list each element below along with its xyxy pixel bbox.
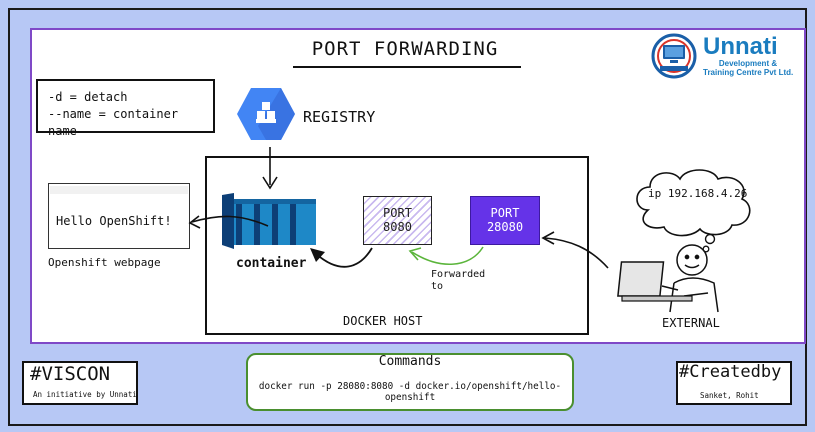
webpage-caption: Openshift webpage [48,256,161,269]
port-28080-box: PORT 28080 [470,196,540,245]
forwarded-line1: Forwarded [431,269,486,280]
port-28080-line2: 28080 [486,220,524,234]
port-8080-line2: 8080 [383,220,412,234]
legend-box: -d = detach --name = container name [36,79,215,138]
title-underline [293,66,521,68]
viscon-title: #VISCON [30,363,111,385]
docker-host-label: DOCKER HOST [343,314,423,328]
external-label: EXTERNAL [662,316,720,330]
external-ip-label: ip 192.168.4.26 [648,187,748,200]
legend-name: --name = container name [48,107,179,138]
registry-icon [237,88,295,140]
registry-label: REGISTRY [303,108,376,126]
port-28080-line1: PORT [490,206,520,220]
port-8080-line1: PORT [383,206,412,220]
viscon-box [22,361,138,405]
external-user-icon [617,244,719,313]
browser-toolbar [50,186,188,194]
commands-text: docker run -p 28080:8080 -d docker.io/op… [258,381,562,403]
page-title: PORT FORWARDING [311,38,499,60]
createdby-title: #Createdby [679,362,782,382]
openshift-webpage-frame [48,183,190,249]
logo-subtitle-1: Development & [718,59,778,68]
viscon-subtitle: An initiative by Unnati [33,390,137,399]
forwarded-label: Forwarded to [431,269,491,293]
port-8080-box: PORT 8080 [363,196,432,245]
container-label: container [236,256,307,271]
createdby-subtitle: Sanket, Rohit [700,391,759,400]
logo-name: Unnati [703,33,778,60]
legend-detach: -d = detach [48,90,128,104]
container-icon [222,193,316,249]
logo-subtitle-2: Training Centre Pvt Ltd. [703,68,794,77]
commands-title: Commands [378,354,442,369]
unnati-logo-icon [651,33,697,79]
forwarded-line2: to [431,281,444,292]
commands-box [246,353,574,411]
createdby-box [676,361,792,405]
webpage-content: Hello OpenShift! [56,214,172,228]
